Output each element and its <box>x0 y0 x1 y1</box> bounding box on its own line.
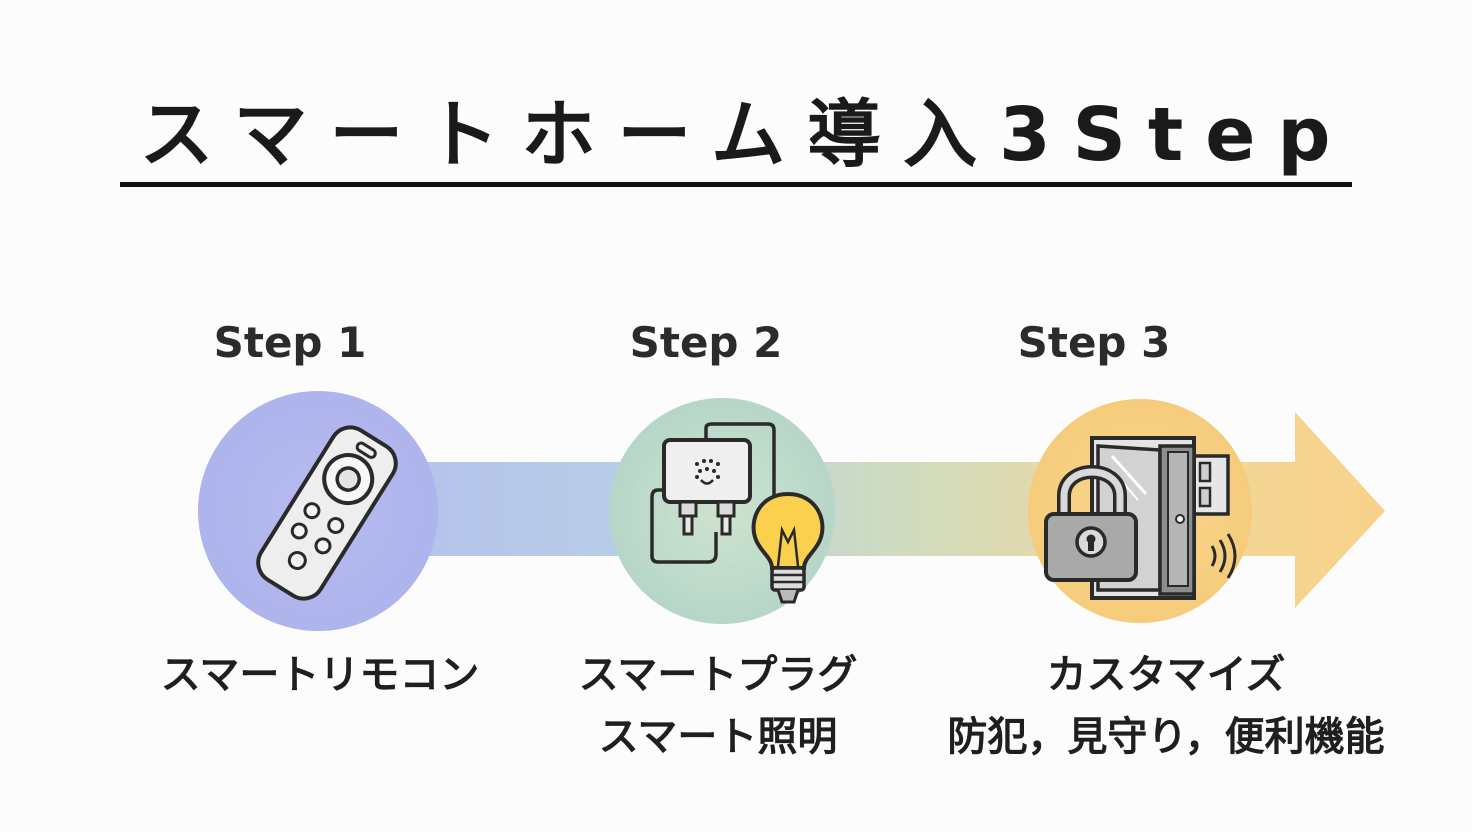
progress-arrow <box>300 412 1385 608</box>
step-1-caption-line-1: スマートリモコン <box>160 652 480 698</box>
smart-plug-and-bulb-icon <box>650 422 825 604</box>
remote-control-icon <box>256 425 398 601</box>
step-1-label: Step 1 <box>213 318 367 367</box>
step-2-caption-line-1: スマートプラグ <box>578 652 858 698</box>
title-container: スマートホーム導入3Step <box>0 88 1472 187</box>
smart-lock-door-icon <box>1044 436 1237 600</box>
step-3-label: Step 3 <box>1017 318 1171 367</box>
step-2-label: Step 2 <box>629 318 783 367</box>
step-3-caption: カスタマイズ 防犯，見守り，便利機能 <box>946 644 1386 768</box>
step-3-caption-line-1: カスタマイズ <box>1046 652 1286 698</box>
step-3-caption-line-2: 防犯，見守り，便利機能 <box>947 714 1385 760</box>
step-1-caption: スマートリモコン <box>100 644 540 706</box>
step-2-caption: スマートプラグ スマート照明 <box>498 644 938 768</box>
step-2-caption-line-2: スマート照明 <box>598 714 838 760</box>
page-title: スマートホーム導入3Step <box>119 88 1353 187</box>
